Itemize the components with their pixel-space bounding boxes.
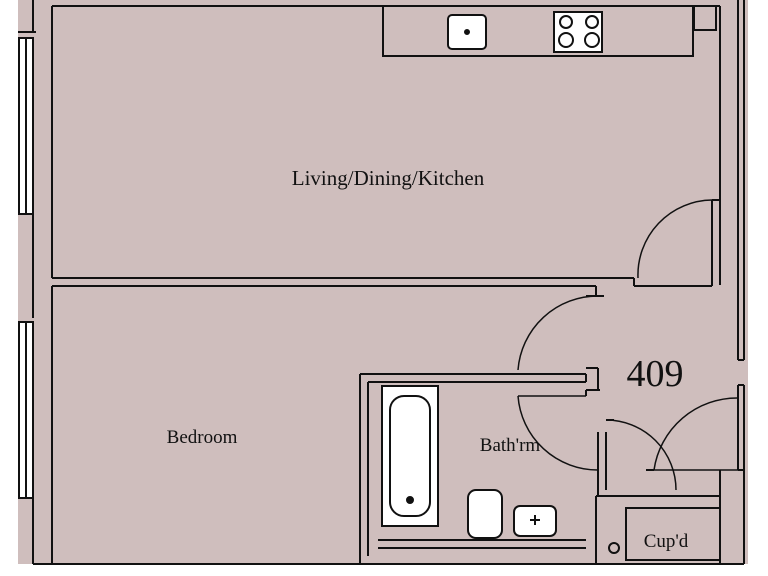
room-label-bedroom: Bedroom — [167, 427, 238, 448]
left-exterior-wall — [18, 0, 36, 564]
cupboard-door-swing — [605, 419, 677, 491]
bathroom-door-swing — [517, 395, 599, 471]
bathroom-walls — [359, 373, 607, 564]
unit-number: 409 — [627, 353, 684, 395]
living-door-swing — [637, 199, 713, 279]
right-exterior-wall — [719, 0, 745, 564]
living-bedroom-wall — [51, 277, 635, 564]
room-label-living: Living/Dining/Kitchen — [292, 166, 485, 190]
cupboard-walls — [595, 470, 721, 564]
room-label-bathroom: Bath'rm — [480, 435, 541, 456]
bedroom-door-swing — [517, 295, 599, 371]
room-label-cupboard: Cup'd — [644, 531, 689, 552]
toilet-icon — [467, 489, 503, 539]
bottom-strip — [18, 564, 748, 576]
entrance-door-swing — [653, 397, 739, 471]
right-margin — [748, 0, 768, 576]
